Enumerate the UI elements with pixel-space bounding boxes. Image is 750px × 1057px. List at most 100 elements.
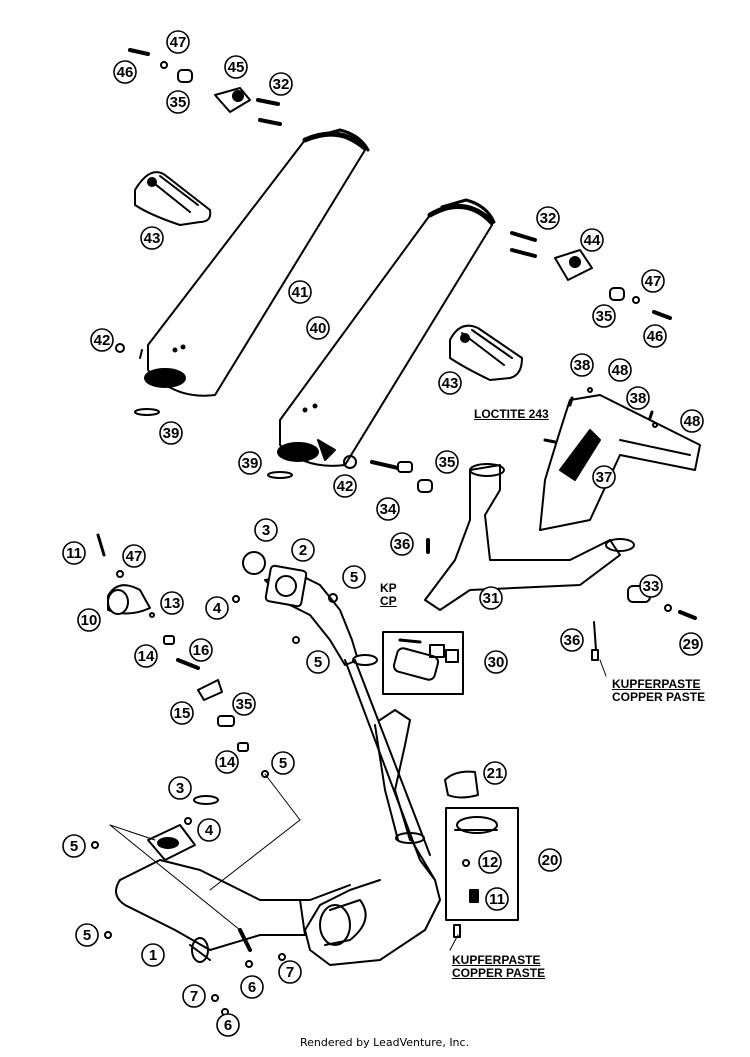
- callout-label: 38: [630, 390, 647, 407]
- callout-42: 42: [90, 328, 114, 352]
- loctite-note: LOCTITE 243: [474, 407, 549, 421]
- callout-circle: [166, 90, 190, 114]
- bushing-35-top: [177, 69, 193, 83]
- callout-label: 35: [439, 454, 456, 471]
- callout-label: 5: [83, 927, 91, 944]
- callout-label: 6: [248, 979, 256, 996]
- callout-48: 48: [608, 358, 632, 382]
- bolts-32-right: [510, 231, 537, 258]
- callout-circle: [205, 596, 229, 620]
- callout-46: 46: [113, 60, 137, 84]
- callout-label: 3: [176, 780, 184, 797]
- nut-4-upper: [232, 595, 240, 603]
- callout-circle: [478, 850, 502, 874]
- callout-circle: [641, 269, 665, 293]
- callout-circle: [182, 984, 206, 1008]
- exhaust-pipe-assembly: [115, 659, 441, 966]
- nut-42-left: [115, 343, 125, 353]
- bolts-32-top: [256, 98, 282, 126]
- callout-circle: [232, 692, 256, 716]
- callout-circle: [438, 371, 462, 395]
- callout-label: 48: [612, 362, 629, 379]
- callout-35: 35: [232, 692, 256, 716]
- callout-20: 20: [538, 848, 562, 872]
- callout-circle: [278, 960, 302, 984]
- callout-circle: [479, 586, 503, 610]
- callout-circle: [291, 538, 315, 562]
- callout-39: 39: [159, 421, 183, 445]
- kp-note: KP: [380, 581, 397, 595]
- callout-circle: [626, 386, 650, 410]
- callout-7: 7: [182, 984, 206, 1008]
- callout-47: 47: [122, 544, 146, 568]
- callout-circle: [484, 650, 508, 674]
- callout-circle: [536, 206, 560, 230]
- callout-45: 45: [224, 55, 248, 79]
- callout-circle: [90, 328, 114, 352]
- y-pipe-31: [424, 463, 635, 611]
- bolts-38-48: [543, 387, 658, 444]
- callout-6: 6: [240, 975, 264, 999]
- copper-paste-note-lower: COPPER PASTE: [452, 966, 546, 980]
- callout-label: 4: [205, 822, 214, 839]
- bolt-46-top: [128, 48, 150, 56]
- callout-circle: [679, 632, 703, 656]
- callout-5: 5: [271, 751, 295, 775]
- washer-47-top: [160, 61, 168, 69]
- callout-29: 29: [679, 632, 703, 656]
- callout-circle: [160, 591, 184, 615]
- callout-46: 46: [643, 324, 667, 348]
- callout-circle: [254, 518, 278, 542]
- callout-circle: [342, 565, 366, 589]
- callout-3: 3: [168, 776, 192, 800]
- callout-circle: [159, 421, 183, 445]
- callout-circle: [560, 628, 584, 652]
- callout-32: 32: [269, 72, 293, 96]
- callout-label: 7: [286, 964, 294, 981]
- callout-circle: [113, 60, 137, 84]
- callout-circle: [435, 450, 459, 474]
- callout-label: 41: [292, 284, 309, 301]
- callout-4: 4: [205, 596, 229, 620]
- callout-label: 11: [66, 545, 82, 562]
- callout-label: 48: [684, 413, 701, 430]
- callout-circle: [580, 228, 604, 252]
- callout-38: 38: [626, 386, 650, 410]
- callout-6: 6: [216, 1013, 240, 1037]
- callout-circle: [592, 465, 616, 489]
- callout-40: 40: [306, 316, 330, 340]
- callout-circle: [271, 751, 295, 775]
- callout-label: 6: [224, 1017, 232, 1034]
- callout-circle: [333, 474, 357, 498]
- ring-39-right: [267, 471, 293, 479]
- callout-7: 7: [278, 960, 302, 984]
- callout-label: 5: [314, 654, 322, 671]
- callout-36: 36: [390, 532, 414, 556]
- header-2: [264, 564, 378, 666]
- bushing-35-mid: [397, 461, 433, 493]
- callout-label: 35: [596, 308, 613, 325]
- callout-label: 37: [596, 469, 613, 486]
- callout-circle: [77, 608, 101, 632]
- callout-label: 15: [174, 705, 191, 722]
- callout-label: 14: [219, 754, 236, 771]
- callout-label: 11: [489, 891, 505, 908]
- callout-43: 43: [438, 371, 462, 395]
- callout-circle: [170, 701, 194, 725]
- sleeve-21: [444, 770, 479, 799]
- callout-14: 14: [215, 750, 239, 774]
- clamp-10: [107, 584, 151, 615]
- callout-label: 39: [242, 455, 259, 472]
- callout-30: 30: [484, 650, 508, 674]
- bolt-29: [664, 604, 697, 620]
- callout-label: 20: [542, 852, 559, 869]
- callout-10: 10: [77, 608, 101, 632]
- callout-circle: [288, 280, 312, 304]
- leader-lines: [109, 659, 607, 951]
- callout-13: 13: [160, 591, 184, 615]
- callout-label: 1: [149, 947, 157, 964]
- callout-circle: [570, 353, 594, 377]
- callout-label: 4: [213, 600, 222, 617]
- callout-label: 47: [126, 548, 143, 565]
- callout-12: 12: [478, 850, 502, 874]
